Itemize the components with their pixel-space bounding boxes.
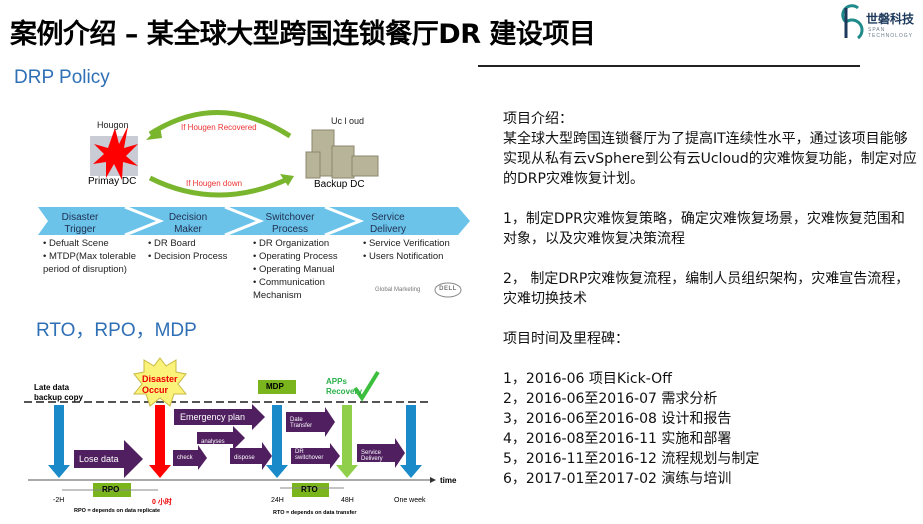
milestone-item: 1，2016-06 项目Kick-Off [503, 371, 672, 387]
logo-subtitle: SPAN TECHNOLOGY [868, 27, 914, 39]
dell-logo [434, 282, 462, 298]
down-arc [148, 175, 292, 198]
stage-item: • Operating Process [253, 251, 338, 262]
arrow-24h [266, 405, 288, 478]
stage-item: • Service Verification [363, 238, 450, 249]
rpo-note: RPO = depends on data replicate [74, 508, 161, 514]
check-arrow [173, 445, 207, 470]
page-title: 案例介绍 – 某全球大型跨国连锁餐厅DR 建设项目 [10, 19, 596, 50]
down-arrowhead [280, 174, 294, 186]
arrow-disaster [149, 405, 171, 478]
lose-data-label: Lose data [79, 454, 119, 464]
goal-1: 1，制定DPR灾难恢复策略，确定灾难恢复场景，灾难恢复范围和对象，以及灾难恢复决… [503, 211, 905, 247]
timeline-diagram [24, 357, 436, 497]
mdp-box [258, 380, 296, 394]
time-axis-arrowhead [430, 477, 436, 483]
intro-text: 某全球大型跨国连锁餐厅为了提高IT连续性水平，通过该项目能够实现从私有云vSph… [503, 131, 917, 187]
dispose-label: dispose [234, 455, 255, 461]
tick-label: -2H [53, 497, 65, 504]
stage-item: • DR Organization [253, 238, 330, 249]
tick-label: 48H [341, 497, 354, 504]
arrow-down-label: If Hougen down [186, 179, 243, 188]
stage-item: • Decision Process [148, 251, 228, 262]
analyses-arrow [197, 426, 245, 450]
dell-brand-text: DELL [439, 286, 457, 292]
analyses-label: analyses [201, 439, 225, 445]
switchover-arrow [291, 443, 340, 469]
title-divider [478, 65, 860, 67]
primary-name: Hougon [97, 120, 129, 130]
stage-item: • Defualt Scene [43, 238, 109, 249]
emergency-label: Emergency plan [180, 412, 246, 422]
backup-dc-image [305, 129, 379, 179]
goal-2: 2， 制定DRP灾难恢复流程，编制人员组织架构，灾难宣告流程，灾难切换技术 [503, 271, 910, 307]
transfer-label: Date Transfer [290, 417, 313, 429]
rto-label: RTO [301, 485, 318, 494]
rto-box [292, 483, 329, 497]
stage-item: • Users Notification [363, 251, 444, 262]
check-label: check [177, 455, 193, 461]
footer-label: Global Marketing [375, 287, 421, 293]
logo-name: 世磐科技 [866, 12, 915, 26]
stage-title: Switchover Process [265, 212, 315, 235]
explosion-icon [93, 126, 138, 180]
emergency-arrow [174, 404, 265, 430]
drp-heading: DRP Policy [14, 67, 110, 88]
project-description: 项目介绍： 某全球大型跨国连锁餐厅为了提高IT连续性水平，通过该项目能够实现从私… [503, 109, 918, 489]
late-backup-label: Late data backup copy [34, 383, 83, 402]
milestone-item: 4，2016-08至2016-11 实施和部署 [503, 431, 732, 447]
arrow-week [400, 405, 422, 478]
switchover-label: DR switchover [295, 449, 324, 461]
service-label: Service Delivery [361, 450, 383, 462]
stage-item: • DR Board [148, 238, 196, 249]
stage-title: Disaster Trigger [61, 212, 99, 235]
milestone-label: 项目时间及里程碑： [503, 331, 629, 347]
stage-title: Decision Maker [168, 212, 208, 235]
milestone-item: 5，2016-11至2016-12 流程规划与制定 [503, 451, 760, 467]
mdp-label: MDP [266, 382, 284, 391]
stage-title: Service Delivery [369, 212, 407, 235]
backup-name: Uc l oud [331, 116, 365, 126]
check-icon [353, 370, 380, 402]
intro-label: 项目介绍： [503, 111, 573, 127]
apps-recovery-label: APPs Recovery [326, 377, 363, 396]
tick-label: 24H [271, 497, 284, 504]
transfer-arrow [286, 407, 335, 437]
lose-data-arrow [74, 440, 143, 478]
milestone-item: 6，2017-01至2017-02 演练与培训 [503, 471, 732, 487]
time-label: time [440, 476, 457, 485]
burst-icon [132, 357, 188, 407]
arrow-minus2h [48, 405, 70, 478]
milestone-item: 3，2016-06至2016-08 设计和报告 [503, 411, 732, 427]
tick-label: One week [394, 497, 426, 504]
timeline-heading: RTO，RPO，MDP [36, 320, 197, 341]
stage-item: • Operating Manual [253, 264, 335, 275]
recover-arrowhead [146, 126, 162, 140]
arrow-48h [336, 405, 358, 478]
rto-note: RTO = depends on data transfer [273, 510, 357, 516]
tick-label: 0 小时 [152, 499, 172, 506]
recover-arc [148, 110, 292, 139]
primary-label: Primay DC [88, 176, 137, 187]
logo-icon [841, 4, 864, 40]
service-arrow [357, 438, 405, 468]
dispose-arrow [230, 442, 272, 470]
stage-item: • MTDP(Max tolerable period of disruptio… [43, 251, 137, 275]
disaster-label: Disaster Occur [142, 374, 178, 395]
rpo-label: RPO [102, 485, 120, 494]
stage-item: • Communication Mechanism [253, 277, 325, 301]
drp-diagram [38, 110, 470, 298]
milestone-item: 2，2016-06至2016-07 需求分析 [503, 391, 718, 407]
arrow-recovered-label: If Hougen Recovered [181, 123, 257, 132]
backup-label: Backup DC [314, 179, 365, 190]
